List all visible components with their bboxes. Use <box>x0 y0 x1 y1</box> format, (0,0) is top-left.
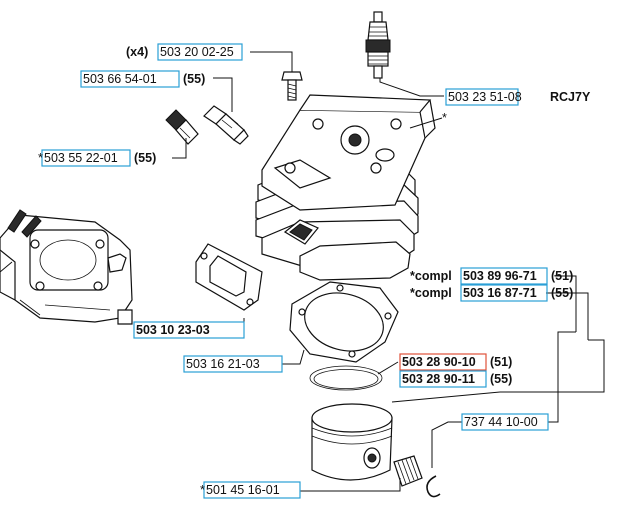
compl-51-part-number[interactable]: 503 89 96-71 <box>463 269 537 283</box>
compl-51-suffix: (51) <box>551 269 573 283</box>
needle-bearing-prefix: * <box>200 483 205 497</box>
intake-gasket-drawing <box>195 243 263 311</box>
part-labels: (x4) 503 20 02-25 503 23 51-08 RCJ7Y 503… <box>38 45 591 497</box>
base-gasket-highlight <box>183 355 283 373</box>
valve-51-highlight <box>80 70 180 88</box>
valve-55-part-number[interactable]: 503 55 22-01 <box>44 151 118 165</box>
leader-lines <box>0 51 605 492</box>
compl-55-highlight <box>460 284 548 302</box>
compl-51-prefix: *compl <box>410 269 452 283</box>
circlip-highlight <box>461 413 549 431</box>
base-gasket-drawing <box>289 281 399 363</box>
cylinder-marker: * <box>442 111 447 125</box>
needle-bearing-part-number[interactable]: 501 45 16-01 <box>206 483 280 497</box>
spark-plug-highlight <box>445 88 519 106</box>
spark-plug-drawing <box>365 11 391 79</box>
valve-55-prefix: * <box>38 151 43 165</box>
circlip-drawing <box>426 475 441 498</box>
piston-drawing <box>311 403 393 481</box>
label-highlight-boxes <box>41 43 549 499</box>
circlip-part-number[interactable]: 737 44 10-00 <box>464 415 538 429</box>
ring-55-highlight <box>399 370 487 388</box>
bolt-qty-label: (x4) <box>126 45 148 59</box>
spark-plug-type: RCJ7Y <box>550 90 591 104</box>
cylinder-drawing <box>255 94 436 281</box>
spark-plug-part-number[interactable]: 503 23 51-08 <box>448 90 522 104</box>
piston-ring-drawing <box>309 365 383 391</box>
bolt-highlight <box>157 43 243 61</box>
valve-55-highlight <box>41 149 131 167</box>
valve-51-part-number[interactable]: 503 66 54-01 <box>83 72 157 86</box>
valve-55-suffix: (55) <box>134 151 156 165</box>
compl-55-part-number[interactable]: 503 16 87-71 <box>463 286 537 300</box>
base-gasket-part-number[interactable]: 503 16 21-03 <box>186 357 260 371</box>
valve-51-drawing <box>203 105 249 145</box>
compl-55-prefix: *compl <box>410 286 452 300</box>
ring-51-highlight <box>399 353 487 371</box>
ring-55-part-number[interactable]: 503 28 90-11 <box>402 372 475 386</box>
compl-55-suffix: (55) <box>551 286 573 300</box>
compl-51-highlight <box>460 267 548 285</box>
gasket-intake-part-number[interactable]: 503 10 23-03 <box>136 323 210 337</box>
valve-51-suffix: (55) <box>183 72 205 86</box>
ring-55-suffix: (55) <box>490 372 512 386</box>
bolt-drawing <box>281 71 303 101</box>
ring-51-suffix: (51) <box>490 355 512 369</box>
gasket-intake-highlight <box>133 321 245 339</box>
bolt-part-number[interactable]: 503 20 02-25 <box>160 45 234 59</box>
ring-51-part-number[interactable]: 503 28 90-10 <box>402 355 476 369</box>
valve-55-drawing <box>165 109 199 145</box>
needle-bearing-drawing <box>393 455 423 487</box>
carburettor-drawing <box>0 209 133 325</box>
needle-bearing-highlight <box>203 481 301 499</box>
